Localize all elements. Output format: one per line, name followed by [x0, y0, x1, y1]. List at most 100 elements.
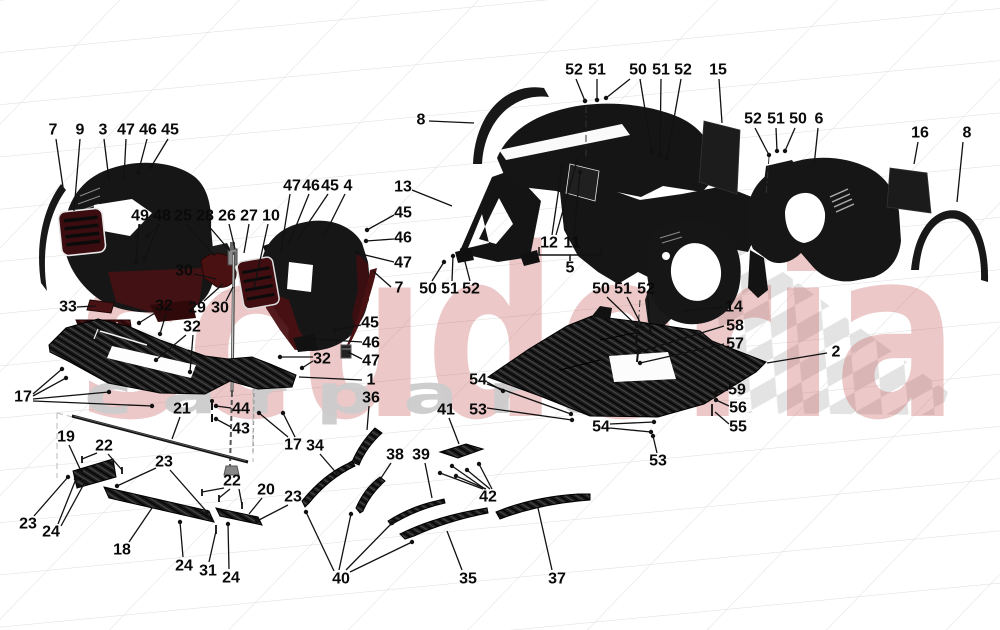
leader-dot: [389, 520, 395, 526]
leader-dot: [303, 509, 309, 515]
leader-line: [243, 223, 250, 254]
leader-dot: [73, 476, 79, 482]
leader-line: [775, 127, 778, 152]
leader-line: [334, 324, 362, 331]
leader-line: [68, 444, 82, 472]
leader-line: [238, 488, 243, 506]
callout-43: 43: [232, 421, 250, 438]
leader-dot: [133, 259, 139, 265]
trim-strip-36: [351, 427, 383, 466]
callout-55: 55: [729, 419, 747, 436]
callout-42: 42: [479, 489, 497, 506]
leader-line: [256, 504, 289, 522]
leader-line: [179, 521, 184, 558]
callout-27: 27: [240, 208, 258, 225]
leader-dot: [441, 259, 447, 265]
rocker-strip-18: [103, 486, 215, 523]
callout-32: 32: [183, 319, 201, 336]
callout-15: 15: [709, 62, 727, 79]
callout-2: 2: [832, 344, 841, 361]
leader-line: [638, 325, 725, 353]
callout-33: 33: [59, 299, 77, 316]
callout-59: 59: [728, 382, 746, 399]
leader-line: [356, 252, 395, 263]
callout-37: 37: [548, 571, 566, 588]
wheel-arch-trim-8-right: [911, 210, 989, 282]
leader-line: [253, 223, 269, 289]
callout-54: 54: [469, 372, 487, 389]
trim-strip-37: [495, 493, 591, 520]
leader-dot: [135, 170, 141, 176]
callout-52: 52: [462, 281, 480, 298]
leader-dot: [459, 247, 465, 253]
leader-dot: [177, 519, 183, 525]
callout-12: 12: [540, 235, 558, 252]
callout-45: 45: [361, 315, 379, 332]
leader-dot: [568, 411, 574, 417]
callout-1: 1: [367, 372, 376, 389]
leader-line: [57, 478, 77, 525]
callout-30: 30: [175, 263, 193, 280]
callout-47: 47: [283, 178, 301, 195]
leader-dot: [650, 433, 656, 439]
leader-dot: [640, 325, 646, 331]
wheel-arch-trim-8-left: [473, 87, 549, 164]
leader-line: [225, 286, 234, 302]
leader-dot: [647, 329, 653, 335]
callout-11: 11: [564, 235, 581, 252]
callout-51: 51: [588, 62, 606, 79]
leader-line: [366, 405, 370, 431]
callout-50: 50: [419, 281, 437, 298]
leader-dot: [65, 474, 71, 480]
leader-dot: [582, 98, 588, 104]
callout-5: 5: [566, 260, 575, 277]
callout-31: 31: [199, 563, 217, 580]
leader-line: [215, 405, 232, 409]
callout-20: 20: [257, 482, 275, 499]
callout-6: 6: [815, 111, 824, 128]
callout-26: 26: [218, 208, 236, 225]
callout-52: 52: [674, 62, 692, 79]
callout-17: 17: [14, 389, 32, 406]
leader-line: [466, 469, 491, 490]
flat-panel-16: [886, 167, 932, 214]
leader-dot: [142, 255, 148, 261]
callout-23: 23: [284, 489, 302, 506]
leader-dot: [651, 419, 657, 425]
callout-45: 45: [394, 205, 412, 222]
leader-dot: [213, 403, 219, 409]
leader-line: [76, 305, 97, 308]
leader-line: [478, 463, 493, 490]
leader-line: [365, 238, 395, 242]
callout-40: 40: [332, 571, 350, 588]
trim-strip-34: [301, 460, 356, 508]
leader-line: [144, 223, 160, 259]
leader-dot: [363, 238, 369, 244]
liner-window-cutout: [92, 199, 152, 236]
undertray-cutout: [107, 346, 196, 378]
liner-arch-opening: [785, 192, 826, 243]
leader-dot: [204, 509, 210, 515]
leader-line: [605, 78, 631, 99]
leader-line: [813, 127, 819, 167]
leader-dot: [449, 463, 455, 469]
leader-line: [766, 352, 828, 364]
callout-53: 53: [649, 453, 667, 470]
leader-line: [366, 214, 395, 231]
callout-50: 50: [629, 62, 647, 79]
leader-dot: [78, 468, 84, 474]
leader-line: [298, 376, 363, 381]
leader-line: [55, 138, 64, 188]
leader-dot: [603, 95, 609, 101]
leader-line: [227, 523, 230, 570]
leader-line: [258, 412, 289, 438]
leader-line: [461, 249, 471, 282]
leader-dot: [299, 365, 305, 371]
leader-dot: [59, 366, 65, 372]
leader-dot: [63, 375, 69, 381]
leader-line: [123, 138, 127, 180]
leader-line: [715, 399, 730, 407]
leader-dot: [114, 483, 120, 489]
leader-line: [107, 453, 123, 471]
